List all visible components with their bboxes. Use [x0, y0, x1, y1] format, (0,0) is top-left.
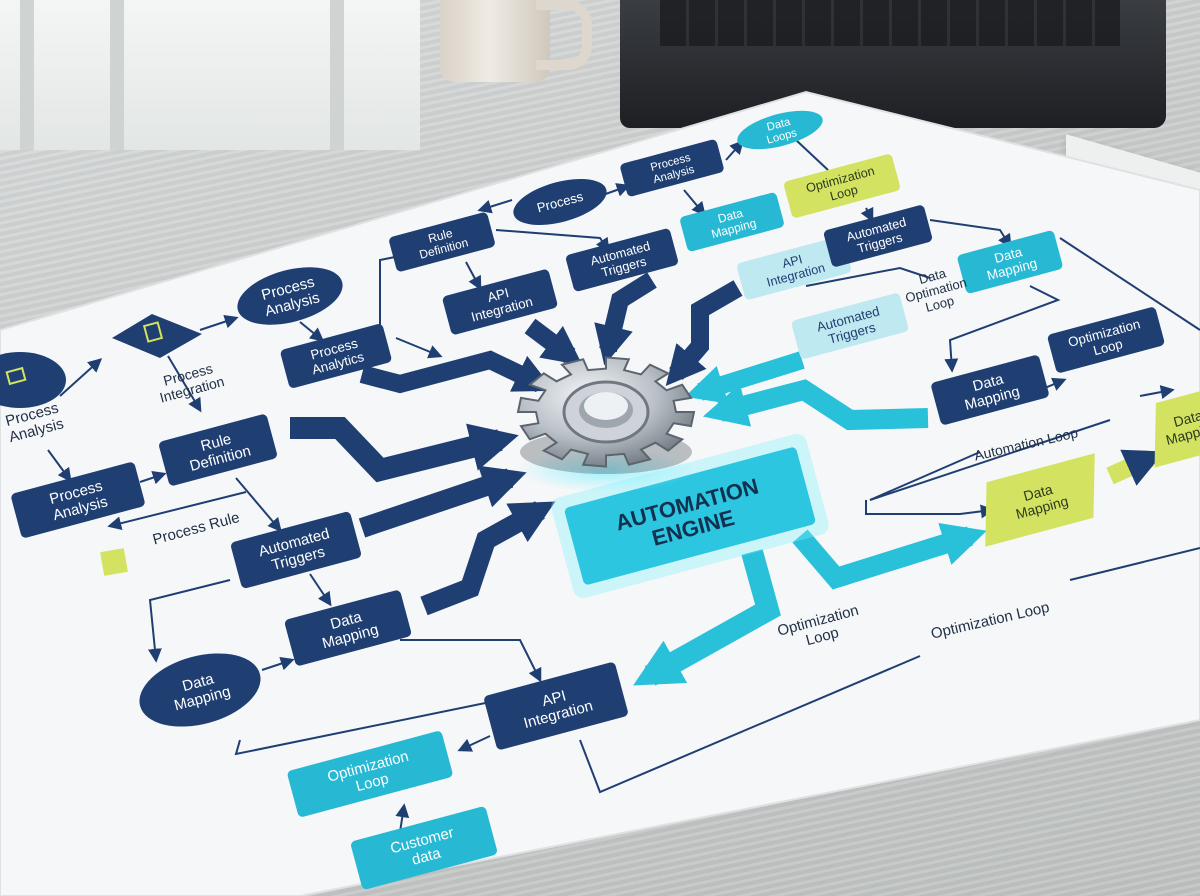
box-shape — [280, 324, 392, 388]
window-light — [0, 0, 420, 150]
box-shape — [737, 236, 851, 300]
box-shape — [931, 355, 1049, 425]
decision-diamond: DataMapping — [1154, 384, 1200, 468]
oval-shape — [237, 267, 343, 325]
gear-icon — [516, 356, 696, 492]
document-icon-diamond — [112, 314, 202, 358]
process-box: DataMapping — [284, 590, 412, 666]
oval-shape — [139, 653, 261, 727]
oval-shape — [737, 110, 823, 150]
process-box: DataMapping — [931, 355, 1049, 425]
diamond-shape — [1154, 384, 1200, 468]
process-ovals: ProcessAnalysisProcessDataMappingDataLoo… — [139, 110, 823, 727]
process-box: ProcessAnalysis — [620, 139, 724, 197]
box-shape — [389, 212, 495, 272]
process-box: APIIntegration — [484, 662, 628, 750]
box-shape — [284, 590, 412, 666]
start-node — [0, 352, 66, 408]
legend-swatch — [100, 548, 128, 576]
box-shape — [442, 269, 558, 335]
process-oval: ProcessAnalysis — [237, 267, 343, 325]
process-oval: DataMapping — [139, 653, 261, 727]
box-shape — [680, 192, 784, 252]
process-box: OptimizationLoop — [1047, 307, 1165, 373]
diamond-shape — [985, 453, 1095, 547]
process-box: AUTOMATIONENGINE — [551, 433, 829, 599]
oval-shape — [513, 179, 607, 225]
box-shape — [287, 731, 453, 817]
laptop-keyboard — [660, 0, 1120, 46]
process-box: APIIntegration — [442, 269, 558, 335]
process-box: Customerdata — [351, 806, 497, 890]
box-shape — [566, 228, 678, 292]
coffee-mug — [440, 0, 550, 82]
process-box: ProcessAnalytics — [280, 324, 392, 388]
process-oval: DataLoops — [737, 110, 823, 150]
process-box: ProcessAnalysis — [11, 462, 145, 538]
box-shape — [791, 293, 909, 359]
process-box: DataMapping — [957, 230, 1063, 294]
box-shape — [957, 230, 1063, 294]
document-icon — [142, 321, 164, 343]
flow-arrows — [290, 272, 1165, 686]
process-box: OptimizationLoop — [784, 154, 900, 218]
box-shape — [784, 154, 900, 218]
box-shape — [11, 462, 145, 538]
decision-diamond: DataMapping — [985, 453, 1095, 547]
decor-shapes — [0, 314, 202, 576]
box-shape — [823, 205, 933, 267]
process-oval: Process — [513, 179, 607, 225]
box-shape — [484, 662, 628, 750]
box-shape — [159, 414, 277, 486]
box-shape — [620, 139, 724, 197]
box-shape — [231, 511, 361, 589]
box-shape — [351, 806, 497, 890]
box-shape — [1047, 307, 1165, 373]
box-shape — [564, 447, 816, 585]
mug-handle — [536, 0, 592, 70]
magnifier-icon — [5, 366, 27, 386]
